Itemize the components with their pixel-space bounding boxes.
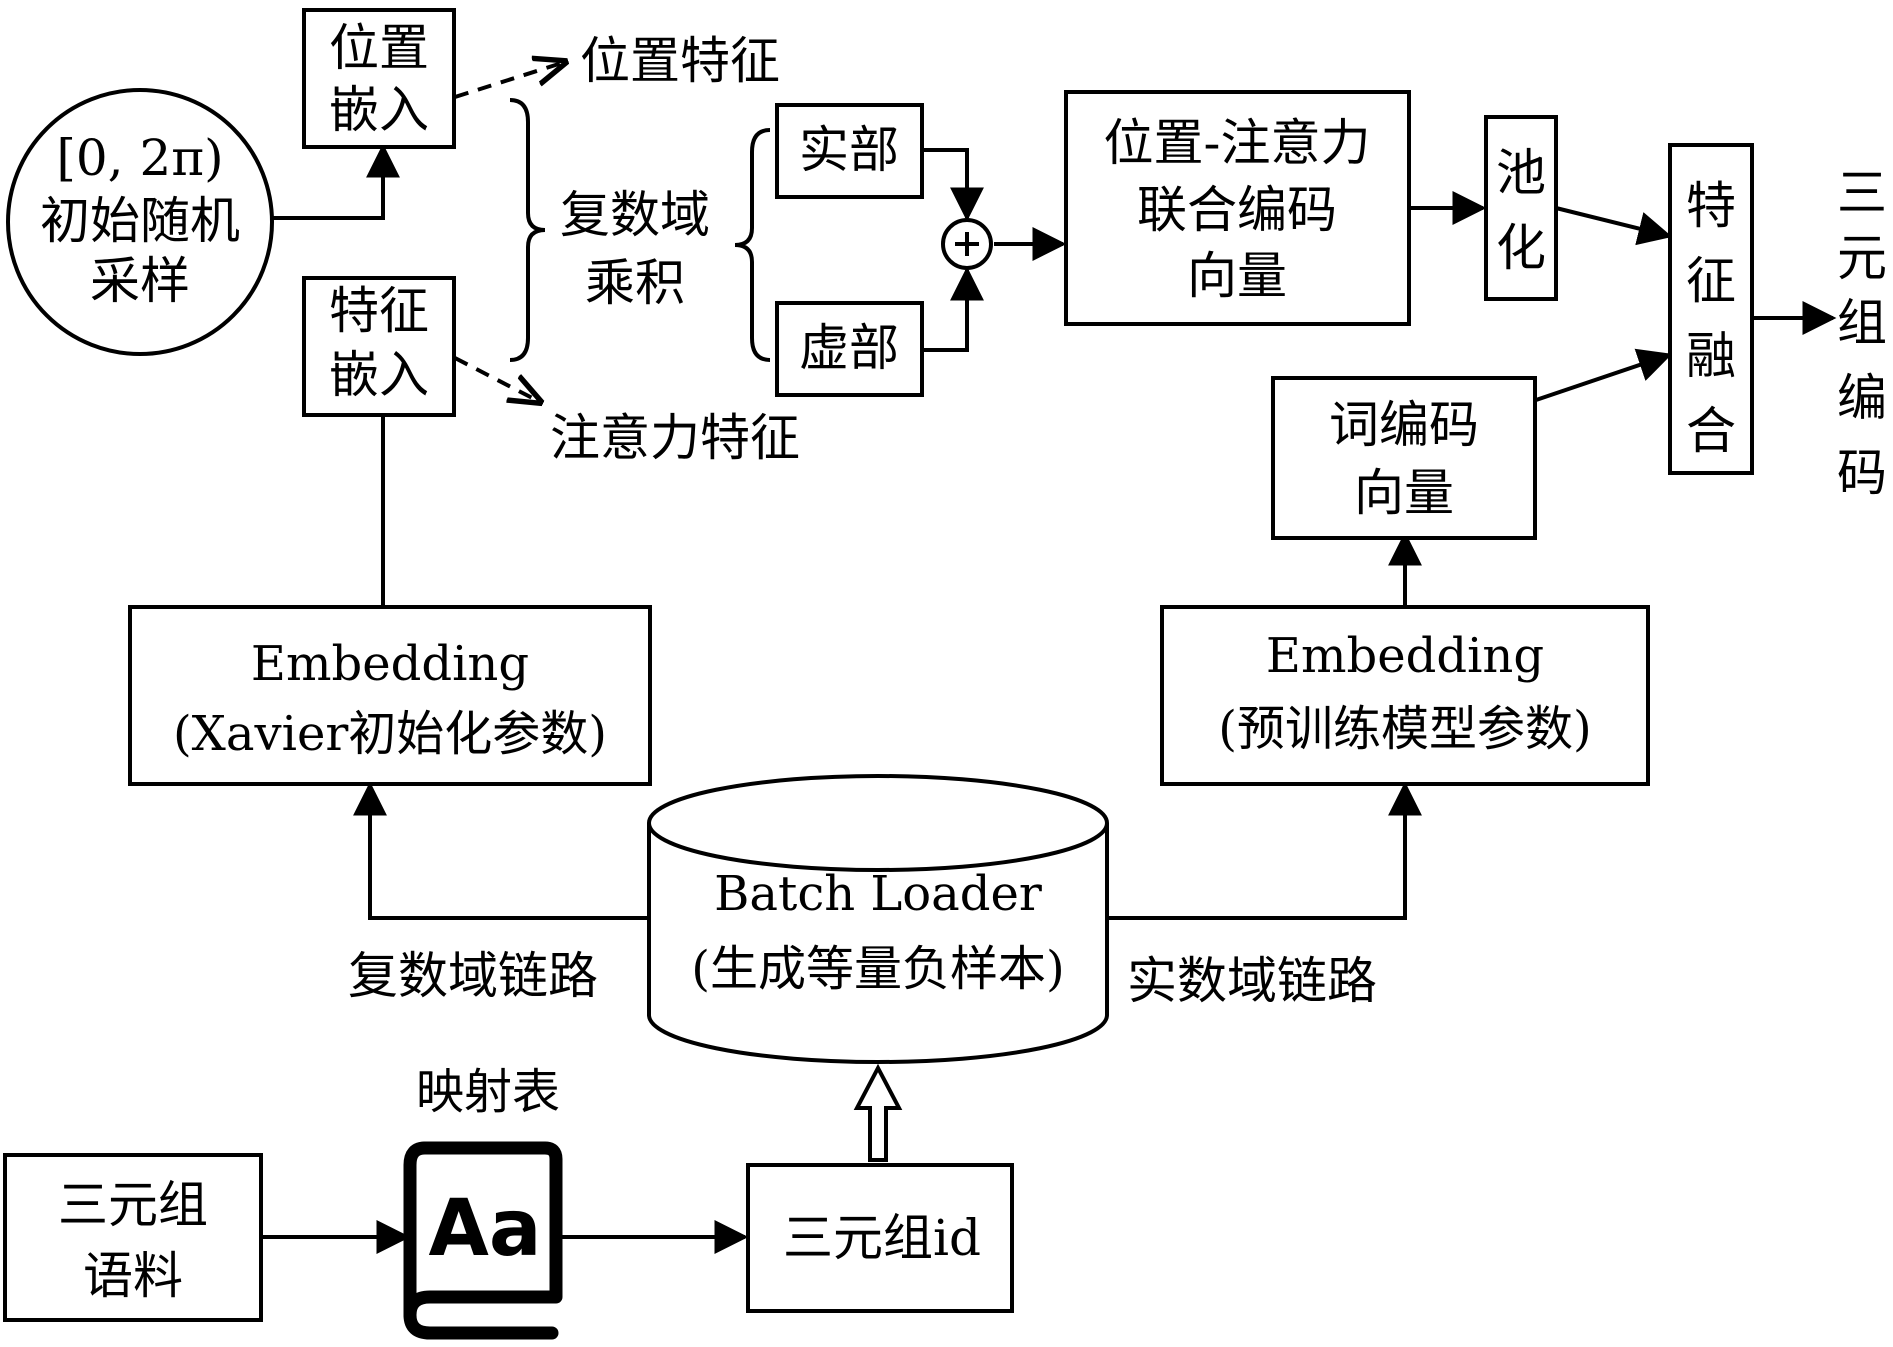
random-sampling-node: [0, 2π) 初始随机 采样 — [6, 88, 274, 356]
triple-encoding-output: 三 元 组 编 码 — [1837, 164, 1887, 502]
arrow-loader-to-embed-left — [353, 781, 649, 920]
embed-left-label-2: (Xavier初始化参数) — [173, 706, 607, 762]
sampling-range: [0, 2π) — [56, 129, 223, 187]
feature-embedding-box: 特征 嵌入 — [302, 276, 456, 417]
arrow-pos-embed-to-pos-feature — [454, 62, 565, 99]
imaginary-part-box: 虚部 — [775, 301, 924, 397]
joint-vector-label-2: 联合编码 — [1137, 181, 1337, 239]
pooling-label-2: 化 — [1496, 219, 1546, 277]
fusion-label-1: 特 — [1686, 177, 1736, 235]
embed-left-label-1: Embedding — [251, 636, 529, 692]
embed-right-label-2: (预训练模型参数) — [1218, 701, 1591, 757]
triple-corpus-box: 三元组 语料 — [3, 1153, 263, 1322]
arrow-feat-embed-to-attn-feature — [454, 356, 540, 402]
output-char-3: 组 — [1837, 294, 1887, 352]
real-part-label: 实部 — [799, 121, 899, 179]
real-link-label: 实数域链路 — [1127, 952, 1377, 1010]
corpus-label-2: 语料 — [83, 1247, 183, 1305]
book-cover — [403, 1141, 563, 1340]
position-embedding-label-1: 位置 — [329, 19, 429, 77]
pooling-box: 池 化 — [1484, 115, 1558, 301]
sampling-label-2: 采样 — [90, 252, 190, 310]
attention-feature-label: 注意力特征 — [550, 409, 800, 467]
dictionary-glyph: Aa — [428, 1184, 541, 1274]
complex-product-label-1: 复数域 — [560, 186, 710, 244]
output-char-1: 三 — [1837, 164, 1887, 222]
embed-right-label-1: Embedding — [1266, 628, 1544, 684]
brace-product-inputs — [509, 98, 546, 362]
mapping-table-label: 映射表 — [416, 1064, 560, 1120]
position-embedding-box: 位置 嵌入 — [302, 8, 456, 149]
feature-fusion-box: 特 征 融 合 — [1668, 143, 1754, 475]
batch-loader-cylinder: Batch Loader (生成等量负样本) — [647, 774, 1109, 1064]
connectors — [262, 62, 1837, 1254]
output-char-5: 码 — [1837, 444, 1887, 502]
position-feature-label: 位置特征 — [580, 32, 780, 90]
fusion-label-2: 征 — [1686, 252, 1736, 310]
feature-embedding-label-1: 特征 — [329, 282, 429, 340]
real-part-box: 实部 — [775, 103, 924, 199]
arrow-loader-to-embed-right — [1107, 781, 1422, 920]
cylinder-top — [647, 774, 1109, 872]
hollow-arrow-triple-id-to-loader — [853, 1063, 903, 1162]
triple-id-box: 三元组id — [746, 1163, 1014, 1313]
triple-id-label: 三元组id — [783, 1209, 981, 1267]
fusion-label-3: 融 — [1686, 327, 1736, 385]
cylinder-body — [647, 823, 1109, 1064]
joint-vector-label-1: 位置-注意力 — [1104, 114, 1371, 172]
fusion-label-4: 合 — [1686, 402, 1736, 460]
arrow-real-part-to-adder — [923, 148, 984, 222]
pooling-label-1: 池 — [1496, 144, 1546, 202]
feature-embedding-label-2: 嵌入 — [329, 346, 429, 404]
position-embedding-label-2: 嵌入 — [329, 81, 429, 139]
book-spine — [403, 1141, 432, 1322]
arrow-word-vector-to-fusion — [1535, 348, 1673, 402]
embedding-pretrained-box: Embedding (预训练模型参数) — [1160, 605, 1650, 786]
complex-product-label-2: 乘积 — [585, 254, 685, 312]
output-char-4: 编 — [1837, 369, 1887, 427]
arrow-pooling-to-fusion — [1555, 206, 1673, 246]
joint-vector-label-3: 向量 — [1187, 247, 1287, 305]
arrow-sampling-to-pos-embed — [272, 143, 400, 220]
sum-node — [941, 218, 993, 270]
joint-encoding-vector-box: 位置-注意力 联合编码 向量 — [1064, 90, 1411, 326]
corpus-label-1: 三元组 — [58, 1176, 208, 1234]
dictionary-icon: Aa — [403, 1141, 563, 1340]
word-vector-label-2: 向量 — [1354, 464, 1454, 522]
word-vector-label-1: 词编码 — [1329, 396, 1479, 454]
imaginary-part-label: 虚部 — [799, 319, 899, 377]
batch-loader-label-2: (生成等量负样本) — [691, 941, 1064, 997]
batch-loader-label-1: Batch Loader — [714, 866, 1042, 922]
word-encoding-vector-box: 词编码 向量 — [1271, 376, 1537, 540]
output-char-2: 元 — [1837, 229, 1887, 287]
sampling-label: 初始随机 — [40, 192, 240, 250]
arrow-imag-part-to-adder — [923, 266, 984, 352]
embedding-xavier-box: Embedding (Xavier初始化参数) — [128, 605, 652, 786]
sampling-circle — [6, 88, 274, 356]
brace-product-outputs — [734, 128, 771, 362]
plus-icon — [955, 232, 979, 256]
complex-link-label: 复数域链路 — [348, 947, 598, 1005]
